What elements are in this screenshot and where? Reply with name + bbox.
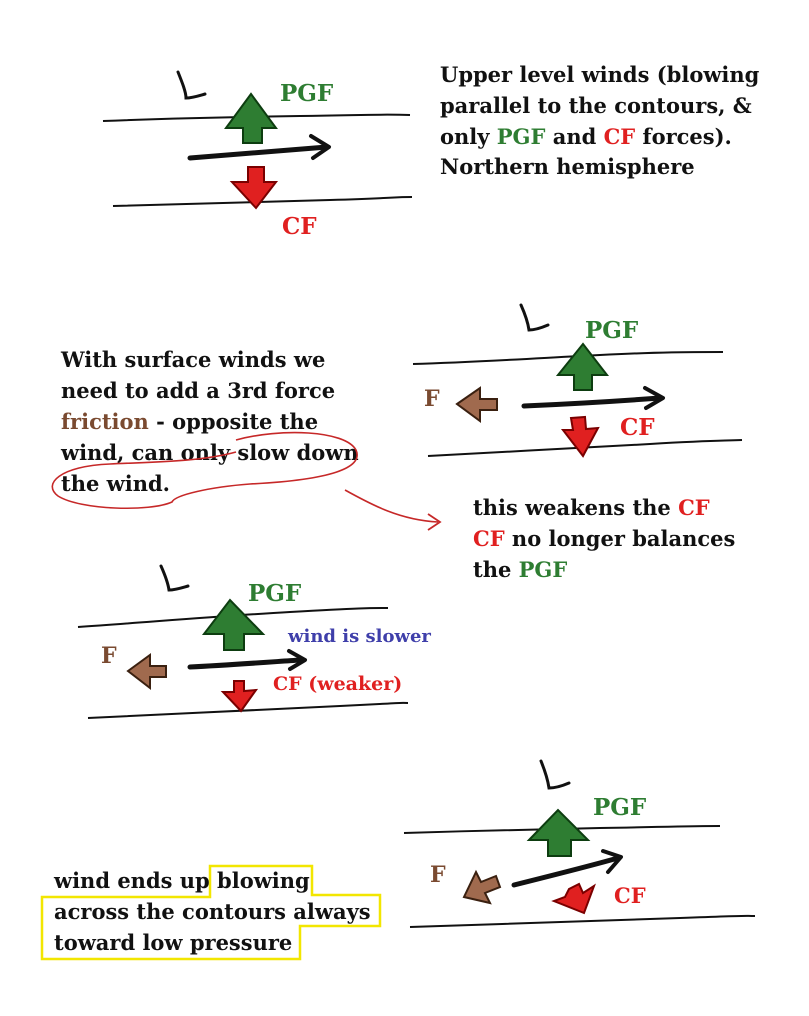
wind-arrowhead (643, 386, 665, 410)
contour-line-lower (409, 914, 756, 928)
cf-arrow (560, 415, 600, 458)
panel-slower-wind: PGF wind is slower CF (weaker) F (77, 564, 431, 719)
wind-arrowhead (601, 849, 623, 874)
pgf-label: PGF (248, 580, 302, 607)
low-pressure-mark (159, 564, 190, 592)
upper-level-description: Upper level winds (blowing parallel to t… (440, 62, 767, 179)
contour-line-upper (403, 825, 721, 834)
wind-arrow (511, 855, 621, 888)
cf-label: CF (282, 213, 317, 240)
friction-arrow (462, 869, 502, 905)
highlight-box (40, 864, 382, 961)
cf-arrow (220, 680, 259, 713)
cf-weaker-label: CF (weaker) (273, 673, 402, 695)
pointer-arrowhead (427, 513, 442, 531)
friction-arrow (126, 653, 167, 691)
slow-down-circle (51, 431, 358, 509)
low-pressure-mark (539, 759, 571, 790)
cf-arrow (551, 882, 596, 915)
low-pressure-mark (176, 70, 207, 100)
low-pressure-mark (519, 303, 550, 332)
friction-arrow (455, 386, 498, 423)
panel-upper-level: PGF CF Upper level winds (blowing parall… (102, 62, 767, 240)
contour-line-upper (77, 607, 389, 628)
wind-arrowhead (309, 134, 331, 160)
pgf-label: PGF (593, 794, 647, 821)
contour-line-lower (427, 439, 743, 457)
pgf-label: PGF (585, 317, 639, 344)
wind-arrowhead (287, 649, 307, 671)
wind-arrow (187, 144, 330, 161)
contour-line-upper (412, 351, 724, 365)
pointer-arrow (344, 489, 439, 523)
contour-line-lower (112, 196, 413, 207)
contour-line-upper (102, 113, 411, 122)
cf-arrow (229, 166, 279, 210)
pgf-arrow (224, 92, 278, 144)
friction-label: F (424, 386, 440, 412)
wind-arrow (187, 657, 303, 670)
friction-label: F (430, 862, 446, 888)
pgf-label: PGF (280, 80, 334, 107)
cf-weakens-note: this weakens the CF CF no longer balance… (473, 495, 743, 582)
friction-label: F (101, 643, 117, 669)
panel-surface-friction: PGF CF F With surface winds we need to a… (51, 303, 743, 582)
surface-winds-description: With surface winds we need to add a 3rd … (60, 347, 366, 496)
contour-line-lower (87, 701, 409, 719)
panel-cross-contour: PGF CF F wind ends up blowing across the… (40, 759, 756, 961)
wind-slower-label: wind is slower (287, 626, 431, 647)
wind-arrow (521, 395, 663, 409)
conclusion-text: wind ends up blowing across the contours… (53, 868, 378, 955)
pgf-arrow (555, 342, 610, 391)
cf-label: CF (614, 883, 646, 908)
cf-label: CF (620, 414, 655, 441)
pgf-arrow (201, 598, 266, 651)
pgf-arrow (526, 808, 591, 857)
